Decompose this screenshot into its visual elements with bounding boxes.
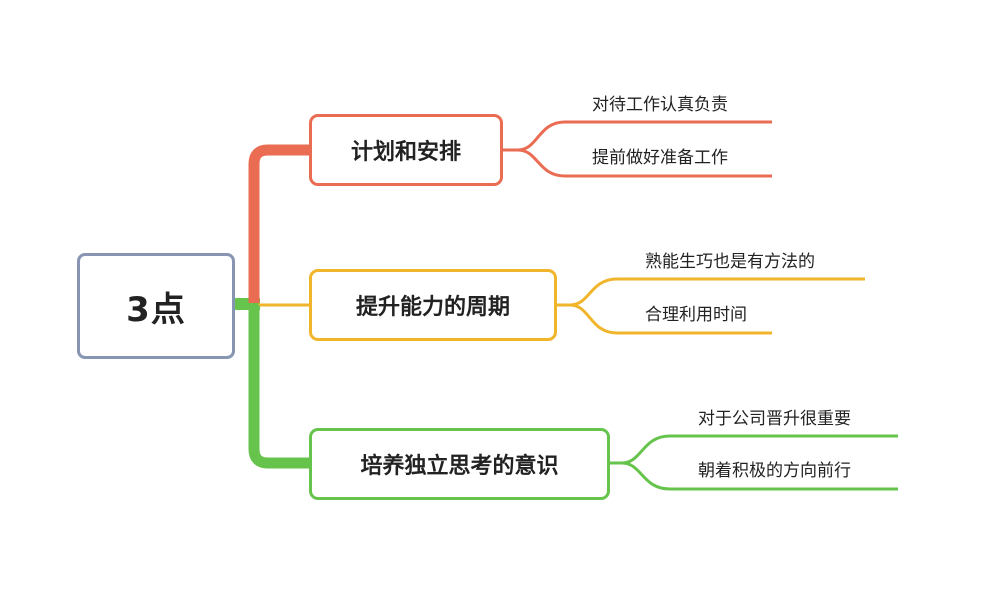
branch-3-2 <box>610 461 898 491</box>
topic-node-2: 提升能力的周期 <box>309 269 557 341</box>
leaf-3-2: 朝着积极的方向前行 <box>698 461 851 481</box>
leaf-1-2: 提前做好准备工作 <box>592 148 728 168</box>
leaf-3-1: 对于公司晋升很重要 <box>698 409 851 429</box>
topic-label-2: 提升能力的周期 <box>355 295 510 320</box>
topic-label-1: 计划和安排 <box>350 140 461 165</box>
root-label: 3点 <box>126 289 186 330</box>
connector-topic-1 <box>248 144 309 303</box>
leaf-2-1: 熟能生巧也是有方法的 <box>645 252 815 272</box>
branch-2-2 <box>557 303 772 335</box>
leaf-2-2: 合理利用时间 <box>645 305 747 325</box>
branch-1-2 <box>503 148 772 178</box>
connector-topic-3 <box>248 305 309 469</box>
topic-node-3: 培养独立思考的意识 <box>309 428 610 500</box>
topic-label-3: 培养独立思考的意识 <box>360 454 559 479</box>
topic-node-1: 计划和安排 <box>309 114 503 186</box>
leaf-1-1: 对待工作认真负责 <box>592 95 728 115</box>
root-node: 3点 <box>77 253 235 359</box>
